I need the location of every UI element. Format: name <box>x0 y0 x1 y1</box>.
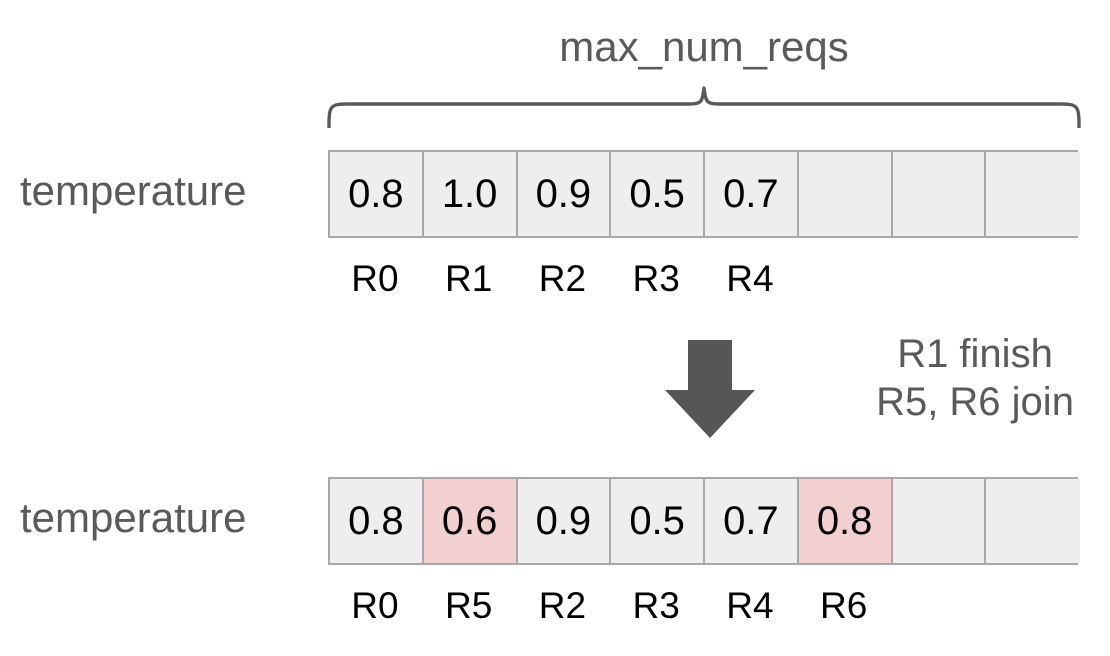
array-cell-empty[interactable] <box>798 152 893 236</box>
temperature-array-before: 0.8 1.0 0.9 0.5 0.7 <box>328 150 1080 238</box>
request-id: R0 <box>351 585 399 626</box>
array-cell-empty[interactable] <box>892 152 987 236</box>
array-cell-empty[interactable] <box>986 152 1080 236</box>
request-id: R2 <box>538 585 587 626</box>
curly-brace-top-icon <box>320 82 1090 128</box>
request-id: R1 <box>444 258 493 299</box>
array-cell-highlighted[interactable]: 0.6 <box>423 479 518 563</box>
array-cell-highlighted[interactable]: 0.8 <box>798 479 893 563</box>
request-id: R6 <box>819 585 868 626</box>
array-cell[interactable]: 0.7 <box>705 152 799 236</box>
row-label-temperature-after: temperature <box>20 494 247 541</box>
array-cell[interactable]: 1.0 <box>423 152 518 236</box>
request-ids-before: R0 R1 R2 R3 R4 <box>328 260 1078 297</box>
transition-note-line-2: R5, R6 join <box>876 380 1074 424</box>
request-id: R4 <box>726 585 774 626</box>
array-cell-empty[interactable] <box>986 479 1080 563</box>
array-cell[interactable]: 0.8 <box>330 479 424 563</box>
array-cell[interactable]: 0.5 <box>611 152 705 236</box>
request-id: R3 <box>632 585 680 626</box>
array-cell-empty[interactable] <box>892 479 987 563</box>
transition-note-line-1: R1 finish <box>897 332 1053 376</box>
temperature-array-after: 0.8 0.6 0.9 0.5 0.7 0.8 <box>328 477 1080 565</box>
max-num-reqs-label: max_num_reqs <box>559 23 849 70</box>
array-cell[interactable]: 0.9 <box>517 479 612 563</box>
request-id: R4 <box>726 258 774 299</box>
array-cell[interactable]: 0.9 <box>517 152 612 236</box>
request-id-blank <box>984 587 1078 624</box>
request-id: R2 <box>538 258 587 299</box>
request-id-blank <box>797 260 891 297</box>
request-id: R3 <box>632 258 680 299</box>
array-cell[interactable]: 0.5 <box>611 479 705 563</box>
request-id: R0 <box>351 258 399 299</box>
request-id-blank <box>891 587 985 624</box>
array-cell[interactable]: 0.8 <box>330 152 424 236</box>
array-cell[interactable]: 0.7 <box>705 479 799 563</box>
request-ids-after: R0 R5 R2 R3 R4 R6 <box>328 587 1078 624</box>
request-id-blank <box>891 260 985 297</box>
row-label-temperature-before: temperature <box>20 167 247 214</box>
down-arrow-icon <box>663 340 757 440</box>
request-id-blank <box>984 260 1078 297</box>
transition-note: R1 finish R5, R6 join <box>845 330 1105 426</box>
request-id: R5 <box>444 585 493 626</box>
